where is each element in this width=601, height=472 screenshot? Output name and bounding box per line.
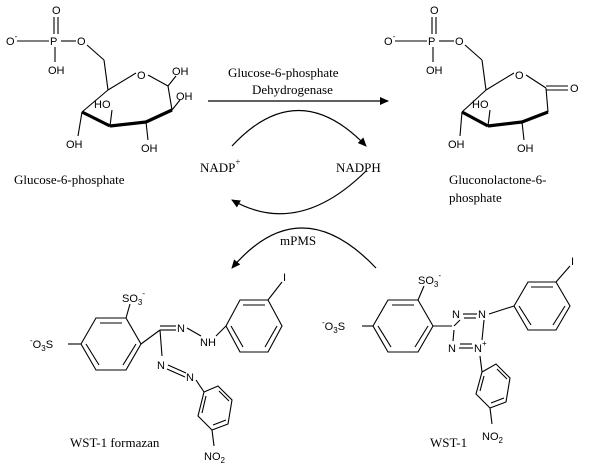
product-label-line1: Gluconolactone-6- (449, 172, 546, 187)
lactone-phosphate-oh: OH (426, 65, 443, 77)
c1-oh: OH (176, 91, 193, 103)
lactone-phosphorus-atom: P (428, 36, 435, 48)
c3-ho: HO (94, 99, 111, 111)
lactone-ring-oxygen: O (515, 70, 524, 82)
tetrazole-n3-plus: N+ (474, 339, 487, 355)
gluconolactone-6-phosphate-structure: O O- P O OH O O OH HO OH (384, 5, 579, 155)
phosphate-ester-o: O (77, 36, 86, 48)
enzyme-label-line2: Dehydrogenase (252, 82, 333, 97)
lactone-c4-oh: OH (448, 139, 465, 151)
nadph-reoxidation-arc (231, 170, 367, 215)
formazan-nh: NH (200, 337, 216, 349)
glucose-6-phosphate-structure: O O- P O OH O OH OH HO OH OH (6, 5, 193, 155)
tetrazole-n-bottom: N (448, 343, 456, 355)
formazan-n1: N (177, 323, 185, 335)
carbonyl-o: O (570, 83, 579, 95)
lactone-c3-ho: HO (472, 99, 489, 111)
wst-1-formazan-structure: SO3- -O3S N NH N N I NO2 (30, 272, 286, 465)
c4-oh: OH (66, 139, 83, 151)
formazan-n4: N (186, 372, 194, 384)
formazan-n3: N (157, 360, 165, 372)
enzyme-label-line1: Glucose-6-phosphate (228, 65, 339, 80)
wst-1-structure: SO3- -O3S N N N N+ I NO2 (322, 256, 574, 445)
tetrazole-n2: N (478, 309, 486, 321)
wst1-sulfonate-top: SO3- (418, 271, 441, 289)
phosphate-oxo-o: O (52, 5, 61, 17)
ring-oxygen-left: O (137, 70, 146, 82)
lactone-c2-oh: OH (517, 143, 534, 155)
lactone-phosphate-oxo-o: O (430, 5, 439, 17)
formazan-iodine: I (283, 272, 286, 284)
lactone-phosphate-ester-o: O (455, 36, 464, 48)
nadph-label: NADPH (336, 160, 381, 175)
mpms-label: mPMS (280, 233, 316, 248)
formazan-sulfonate-top: SO3- (122, 289, 145, 307)
nadp-label: NADP+ (200, 157, 240, 175)
wst1-label: WST-1 (430, 435, 467, 450)
lactone-phosphate-o-minus: O- (384, 32, 396, 48)
formazan-label: WST-1 formazan (70, 435, 160, 450)
mpms-electron-transfer-arc (231, 227, 377, 269)
tetrazole-n-top: N (452, 309, 460, 321)
substrate-label: Glucose-6-phosphate (14, 172, 125, 187)
phosphate-oh: OH (48, 65, 65, 77)
wst1-nitro: NO2 (482, 431, 504, 445)
wst1-sulfonate-left: -O3S (322, 318, 345, 335)
product-label-line2: phosphate (449, 190, 502, 205)
anomeric-oh: OH (172, 66, 189, 78)
formazan-nitro: NO2 (204, 451, 226, 465)
wst1-iodine: I (571, 256, 574, 268)
nadp-reduction-arc (231, 109, 367, 147)
phosphate-o-minus: O- (6, 32, 18, 48)
phosphorus-atom: P (50, 36, 57, 48)
formazan-sulfonate-left: -O3S (30, 336, 53, 353)
c2-oh: OH (141, 143, 158, 155)
